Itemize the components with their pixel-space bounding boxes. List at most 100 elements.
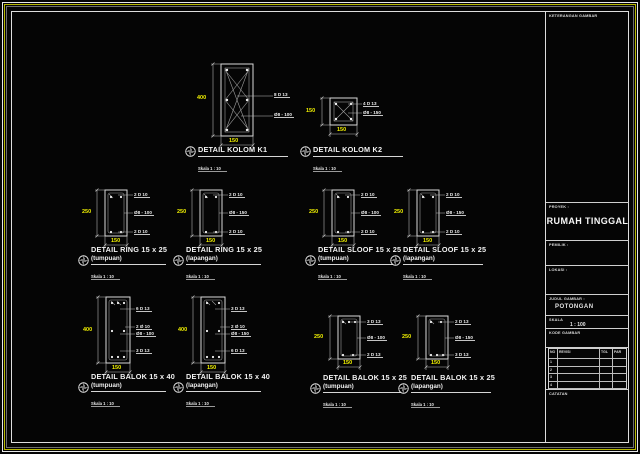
north-marker-icon (78, 382, 89, 393)
side-rebar-annotation: 2 Ø 10 (231, 324, 247, 330)
beam-section-drawing (328, 314, 366, 370)
detail-subtitle: (tumpuan) (318, 254, 349, 262)
dim-width: 150 (207, 365, 217, 371)
north-marker-icon (300, 146, 311, 157)
detail-scale: Skala 1 : 10 (91, 274, 120, 280)
dim-height: 250 (314, 334, 324, 340)
column-section-drawing (320, 96, 362, 137)
beam-section-drawing (95, 188, 133, 248)
proyek-label: PROYEK : (549, 205, 569, 209)
stirrup-annotation: Ø8 - 100 (274, 112, 294, 118)
detail-title: DETAIL RING 15 x 25 (186, 245, 263, 254)
north-marker-icon (78, 255, 89, 266)
titleblock-keterangan-cell: KETERANGAN GAMBAR (546, 12, 629, 202)
rev-cell (558, 381, 600, 389)
rev-row-number: 4 (549, 381, 558, 389)
detail-caption: DETAIL BALOK 15 x 40 (tumpuan) Skala 1 :… (78, 372, 175, 410)
keterangan-label: KETERANGAN GAMBAR (549, 14, 598, 18)
detail-scale: Skala 1 : 10 (91, 401, 120, 407)
dim-height: 400 (197, 95, 207, 101)
north-marker-icon (173, 382, 184, 393)
bottom-rebar-annotation: 3 D 13 (455, 352, 471, 358)
titleblock-skala-cell: SKALA 1 : 100 (546, 315, 629, 328)
detail-balok-15x40-tumpuan: 400 150 6 D 13 2 Ø 10 Ø8 - 100 3 D 13 DE… (78, 293, 178, 407)
rev-row-number: 2 (549, 366, 558, 374)
north-marker-icon (310, 383, 321, 394)
detail-caption: DETAIL BALOK 15 x 25 (tumpuan) Skala 1 :… (310, 373, 407, 411)
rev-cell (558, 366, 600, 374)
judul-label: JUDUL GAMBAR : (549, 297, 585, 301)
stirrup-annotation: Ø8 - 150 (446, 210, 466, 216)
top-rebar-annotation: 2 D 10 (134, 192, 150, 198)
rev-row-number: 3 (549, 374, 558, 382)
detail-subtitle: (lapangan) (186, 381, 218, 389)
detail-subtitle: (tumpuan) (91, 381, 122, 389)
top-rebar-annotation: 2 D 10 (361, 192, 377, 198)
stirrup-annotation: Ø8 - 150 (229, 210, 249, 216)
detail-scale: Skala 1 : 10 (313, 166, 342, 172)
detail-title: DETAIL KOLOM K2 (313, 145, 383, 154)
pemilik-label: PEMILIK : (549, 243, 569, 247)
detail-caption: DETAIL SLOOF 15 x 25 (lapangan) Skala 1 … (390, 245, 487, 283)
rev-header-revisi: REVISI (558, 349, 600, 359)
rev-cell (600, 359, 613, 367)
top-rebar-annotation: 3 D 13 (367, 319, 383, 325)
rev-header-tgl: TGL (600, 349, 613, 359)
dim-width: 150 (338, 238, 348, 244)
detail-caption: DETAIL KOLOM K1 Skala 1 : 10 (185, 145, 288, 175)
rev-cell (558, 359, 600, 367)
detail-subtitle: (lapangan) (403, 254, 435, 262)
top-rebar-annotation: 3 D 13 (231, 306, 247, 312)
kode-label: KODE GAMBAR (549, 331, 581, 335)
drawing-scale: 1 : 100 (570, 322, 586, 328)
detail-scale: Skala 1 : 10 (411, 402, 440, 408)
stirrup-annotation: Ø8 - 150 (363, 110, 383, 116)
detail-scale: Skala 1 : 10 (403, 274, 432, 280)
rev-cell (558, 374, 600, 382)
detail-scale: Skala 1 : 10 (323, 402, 352, 408)
north-marker-icon (305, 255, 316, 266)
detail-subtitle: (tumpuan) (323, 382, 354, 390)
project-name: RUMAH TINGGAL (546, 216, 629, 226)
detail-scale: Skala 1 : 10 (186, 401, 215, 407)
rev-cell (613, 382, 626, 389)
stirrup-annotation: Ø8 - 150 (231, 331, 251, 337)
bottom-rebar-annotation: 2 D 10 (134, 229, 150, 235)
detail-title: DETAIL RING 15 x 25 (91, 245, 168, 254)
detail-balok-15x25-lapangan: 250 150 2 D 13 Ø8 - 150 3 D 13 DETAIL BA… (398, 308, 503, 408)
dim-width: 150 (423, 238, 433, 244)
detail-balok-15x40-lapangan: 400 150 3 D 13 2 Ø 10 Ø8 - 150 6 D 13 DE… (173, 293, 273, 407)
detail-subtitle: (lapangan) (186, 254, 218, 262)
dim-height: 400 (83, 327, 93, 333)
detail-title: DETAIL KOLOM K1 (198, 145, 268, 154)
title-block: KETERANGAN GAMBAR PROYEK : RUMAH TINGGAL… (545, 12, 629, 442)
titleblock-revision-cell: NO REVISI TGL PAR 1 2 3 4 (546, 347, 629, 389)
rev-cell (613, 359, 626, 367)
bottom-rebar-annotation: 3 D 13 (136, 348, 152, 354)
north-marker-icon (185, 146, 196, 157)
beam-section-drawing (190, 188, 228, 248)
detail-subtitle: (lapangan) (411, 382, 443, 390)
titleblock-kode-cell: KODE GAMBAR (546, 328, 629, 347)
titleblock-judul-cell: JUDUL GAMBAR : POTONGAN (546, 294, 629, 315)
detail-caption: DETAIL KOLOM K2 Skala 1 : 10 (300, 145, 403, 175)
dim-width: 150 (431, 360, 441, 366)
side-rebar-annotation: 2 Ø 10 (136, 324, 152, 330)
column-section-drawing (211, 62, 273, 148)
titleblock-pemilik-cell: PEMILIK : (546, 240, 629, 265)
rebar-annotation: 4 D 13 (363, 101, 379, 107)
stirrup-annotation: Ø8 - 100 (134, 210, 154, 216)
dim-height: 400 (178, 327, 188, 333)
top-rebar-annotation: 2 D 10 (446, 192, 462, 198)
detail-caption: DETAIL SLOOF 15 x 25 (tumpuan) Skala 1 :… (305, 245, 401, 283)
detail-title: DETAIL SLOOF 15 x 25 (403, 245, 487, 254)
north-marker-icon (173, 255, 184, 266)
revision-table: NO REVISI TGL PAR 1 2 3 4 (548, 348, 627, 389)
rev-cell (613, 374, 626, 382)
rebar-annotation: 8 D 13 (274, 92, 290, 98)
skala-label: SKALA (549, 318, 564, 322)
detail-kolom-k1: 400 150 8 D 13 Ø8 - 100 DETAIL KOLOM K1 … (185, 58, 300, 172)
dim-height: 150 (306, 108, 316, 114)
dim-width: 150 (111, 238, 121, 244)
